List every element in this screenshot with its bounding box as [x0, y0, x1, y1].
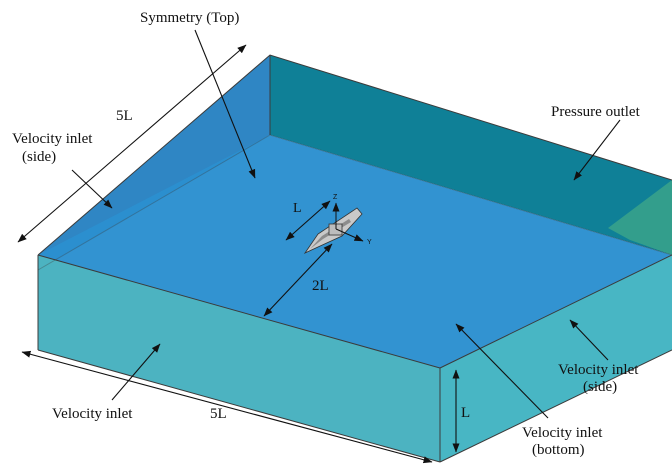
coordinate-axes — [332, 202, 364, 242]
y-axis-label: Y — [367, 239, 372, 246]
right-face — [440, 255, 672, 462]
dimension-label-front-5l: 5L — [210, 406, 227, 422]
label-velocity-inlet-left-side-line2: (side) — [22, 149, 56, 165]
box-edge-right-bottom — [439, 349, 672, 463]
leader-velocity-inlet-bottom — [455, 323, 549, 419]
leader-velocity-inlet-right-side — [569, 319, 609, 361]
leader-arrows — [71, 29, 621, 419]
label-symmetry-top: Symmetry (Top) — [140, 10, 239, 26]
box-edge-hidden-right — [269, 134, 672, 256]
dimension-front-5l — [21, 350, 433, 464]
label-velocity-inlet-right-side-line2: (side) — [583, 379, 617, 395]
back-face — [270, 55, 672, 255]
label-velocity-inlet-left-side-line1: Velocity inlet — [12, 131, 93, 147]
label-velocity-inlet-front: Velocity inlet — [52, 406, 133, 422]
dimension-lines — [17, 44, 460, 464]
dimension-label-offset-2l: 2L — [312, 278, 329, 294]
leader-symmetry-top — [194, 29, 256, 179]
z-axis-label: Z — [333, 194, 338, 201]
dimension-label-ship-l: L — [293, 201, 302, 216]
label-velocity-inlet-bottom-line2: (bottom) — [532, 442, 585, 458]
dimension-label-left-5l: 5L — [116, 108, 133, 124]
dimension-ship-l — [285, 200, 331, 241]
box-edge-front-top — [37, 254, 441, 369]
right-corner-face — [608, 180, 672, 255]
dimension-offset-2l — [263, 243, 333, 317]
dimension-left-5l — [17, 44, 247, 243]
dimension-label-depth-l: L — [461, 405, 470, 421]
label-pressure-outlet: Pressure outlet — [551, 104, 641, 120]
leader-velocity-inlet-left-side — [71, 169, 113, 209]
leader-pressure-outlet — [573, 119, 621, 181]
label-velocity-inlet-right-side-line1: Velocity inlet — [558, 362, 639, 378]
leader-velocity-inlet-front — [111, 343, 161, 401]
box-edge-right-top — [439, 254, 672, 369]
label-velocity-inlet-bottom-line1: Velocity inlet — [522, 425, 603, 441]
y-axis — [335, 228, 364, 242]
